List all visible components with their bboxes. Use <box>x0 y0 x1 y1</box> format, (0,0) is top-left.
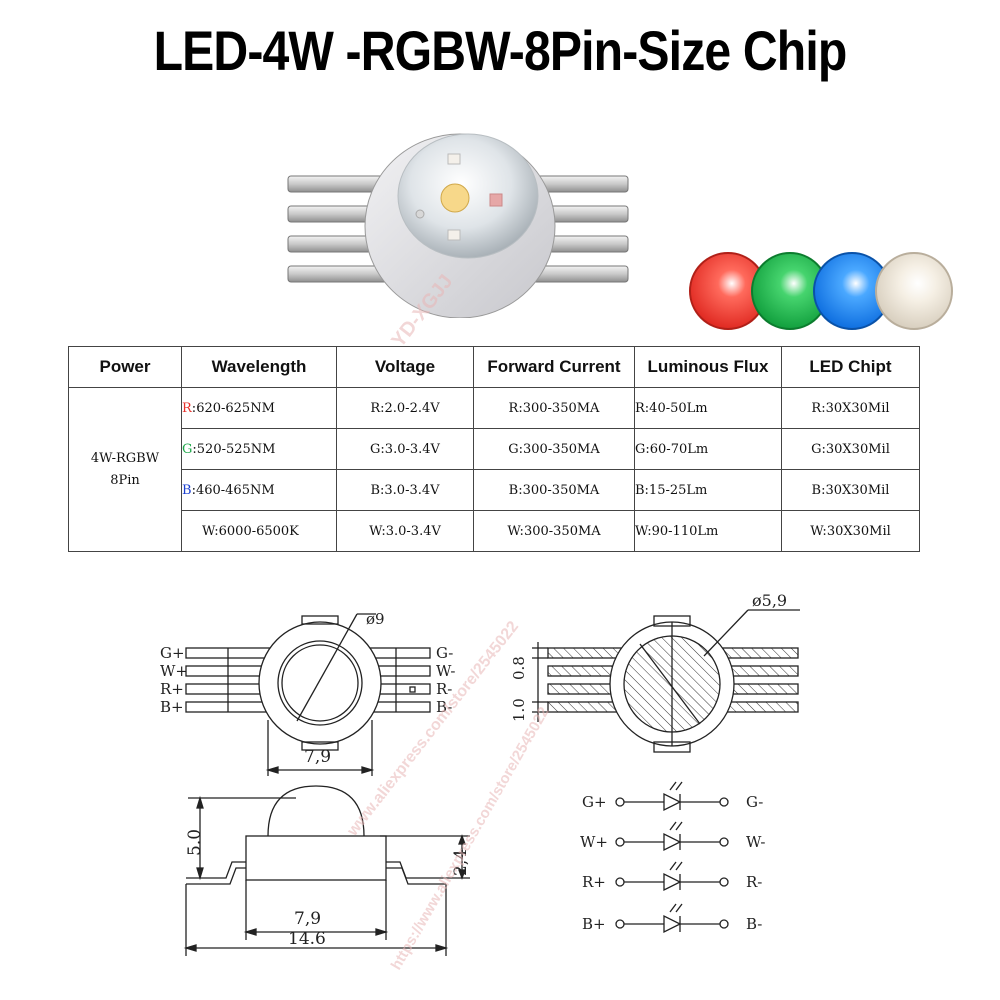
header-forward-current: Forward Current <box>473 346 635 388</box>
top-view <box>185 613 431 776</box>
schematic-label-left: W+ <box>580 833 608 851</box>
wavelength-value: 460-465NM <box>195 482 275 498</box>
flux-cell: R:40-50Lm <box>634 387 782 429</box>
side-width-label: 7,9 <box>294 909 321 929</box>
bottom-view <box>532 609 800 753</box>
current-cell: B:300-350MA <box>473 469 635 511</box>
channel-letter: G <box>182 441 193 457</box>
channel-letter: W <box>202 523 215 539</box>
diode-row <box>615 821 729 852</box>
pin-label-left: B+ <box>160 698 184 716</box>
pin-label-left: G+ <box>160 644 185 662</box>
channel-letter: B <box>182 482 192 498</box>
header-led-chip: LED Chipt <box>781 346 920 388</box>
schematic-label-right: W- <box>746 833 765 851</box>
voltage-cell: W:3.0-3.4V <box>336 510 474 552</box>
voltage-cell: G:3.0-3.4V <box>336 428 474 470</box>
schematic-labels: G+ W+ R+ B+ G- W- R- B- <box>580 793 765 933</box>
top-diameter-label: ø9 <box>366 610 385 628</box>
flux-cell: G:60-70Lm <box>634 428 782 470</box>
diode-row <box>615 861 729 892</box>
schematic-label-left: B+ <box>582 915 606 933</box>
pin-label-right: R- <box>436 680 452 698</box>
side-view <box>183 785 470 956</box>
pin-label-right: W- <box>436 662 455 680</box>
color-samples <box>689 252 953 330</box>
table-row: G:520-525NM G:3.0-3.4V G:300-350MA G:60-… <box>69 428 920 470</box>
top-view-pins-left <box>185 647 271 713</box>
header-voltage: Voltage <box>336 346 474 388</box>
side-body-label: 2,4 <box>451 849 471 876</box>
current-cell: W:300-350MA <box>473 510 635 552</box>
wavelength-cell: W:6000-6500K <box>181 510 337 552</box>
page-title: LED-4W -RGBW-8Pin-Size Chip <box>153 19 848 82</box>
diode-row <box>615 781 729 812</box>
header-luminous-flux: Luminous Flux <box>634 346 782 388</box>
header-wavelength: Wavelength <box>181 346 337 388</box>
power-line2: 8Pin <box>110 472 140 488</box>
wavelength-value: 520-525NM <box>196 441 276 457</box>
power-cell: 4W-RGBW 8Pin <box>68 387 182 552</box>
pin-label-left: R+ <box>160 680 184 698</box>
schematic-label-right: B- <box>746 915 762 933</box>
chip-cell: G:30X30Mil <box>781 428 920 470</box>
side-height-label: 5.0 <box>185 829 205 856</box>
chip-cell: W:30X30Mil <box>781 510 920 552</box>
table-row: B:460-465NM B:3.0-3.4V B:300-350MA B:15-… <box>69 469 920 511</box>
schematic-label-right: R- <box>746 873 762 891</box>
power-line1: 4W-RGBW <box>90 450 160 466</box>
side-view-labels: 5.0 2,4 7,9 14.6 <box>185 829 471 949</box>
pin-label-left: W+ <box>160 662 188 680</box>
diode-row <box>615 903 729 934</box>
current-cell: R:300-350MA <box>473 387 635 429</box>
schematic <box>615 781 729 934</box>
flux-cell: W:90-110Lm <box>634 510 782 552</box>
voltage-cell: B:3.0-3.4V <box>336 469 474 511</box>
flux-cell: B:15-25Lm <box>634 469 782 511</box>
spec-table: Power Wavelength Voltage Forward Current… <box>68 346 920 552</box>
bottom-view-labels: ø5,9 0.8 1.0 <box>510 591 787 722</box>
top-view-labels: ø9 7,9 G+ W+ R+ B+ G- W- R- B- <box>160 610 455 767</box>
bottom-diameter-label: ø5,9 <box>752 591 787 610</box>
wavelength-cell: R:620-625NM <box>181 387 337 429</box>
current-cell: G:300-350MA <box>473 428 635 470</box>
schematic-label-left: G+ <box>582 793 607 811</box>
table-header-row: Power Wavelength Voltage Forward Current… <box>68 346 920 388</box>
table-row: 4W-RGBW 8Pin R:620-625NM R:2.0-2.4V R:30… <box>68 387 920 552</box>
voltage-cell: R:2.0-2.4V <box>336 387 474 429</box>
wavelength-cell: G:520-525NM <box>181 428 337 470</box>
channel-letter: R <box>182 400 192 416</box>
schematic-label-left: R+ <box>582 873 606 891</box>
chip-cell: B:30X30Mil <box>781 469 920 511</box>
wavelength-value: 6000-6500K <box>218 523 299 539</box>
pin-label-right: G- <box>436 644 453 662</box>
wavelength-value: 620-625NM <box>196 400 275 416</box>
side-total-label: 14.6 <box>288 929 326 949</box>
pin-pitch-label: 1.0 <box>510 698 528 722</box>
led-photo <box>287 133 629 318</box>
dimension-drawings: ø9 7,9 G+ W+ R+ B+ G- W- R- B- ø5,9 0.8 … <box>160 591 800 956</box>
chip-cell: R:30X30Mil <box>781 387 920 429</box>
header-power: Power <box>68 346 182 388</box>
pin-width-label: 0.8 <box>510 656 528 680</box>
schematic-label-right: G- <box>746 793 763 811</box>
pin-label-right: B- <box>436 698 452 716</box>
white-sample-icon <box>875 252 953 330</box>
table-row: W:6000-6500K W:3.0-3.4V W:300-350MA W:90… <box>69 510 920 552</box>
wavelength-cell: B:460-465NM <box>181 469 337 511</box>
top-width-label: 7,9 <box>304 747 331 767</box>
